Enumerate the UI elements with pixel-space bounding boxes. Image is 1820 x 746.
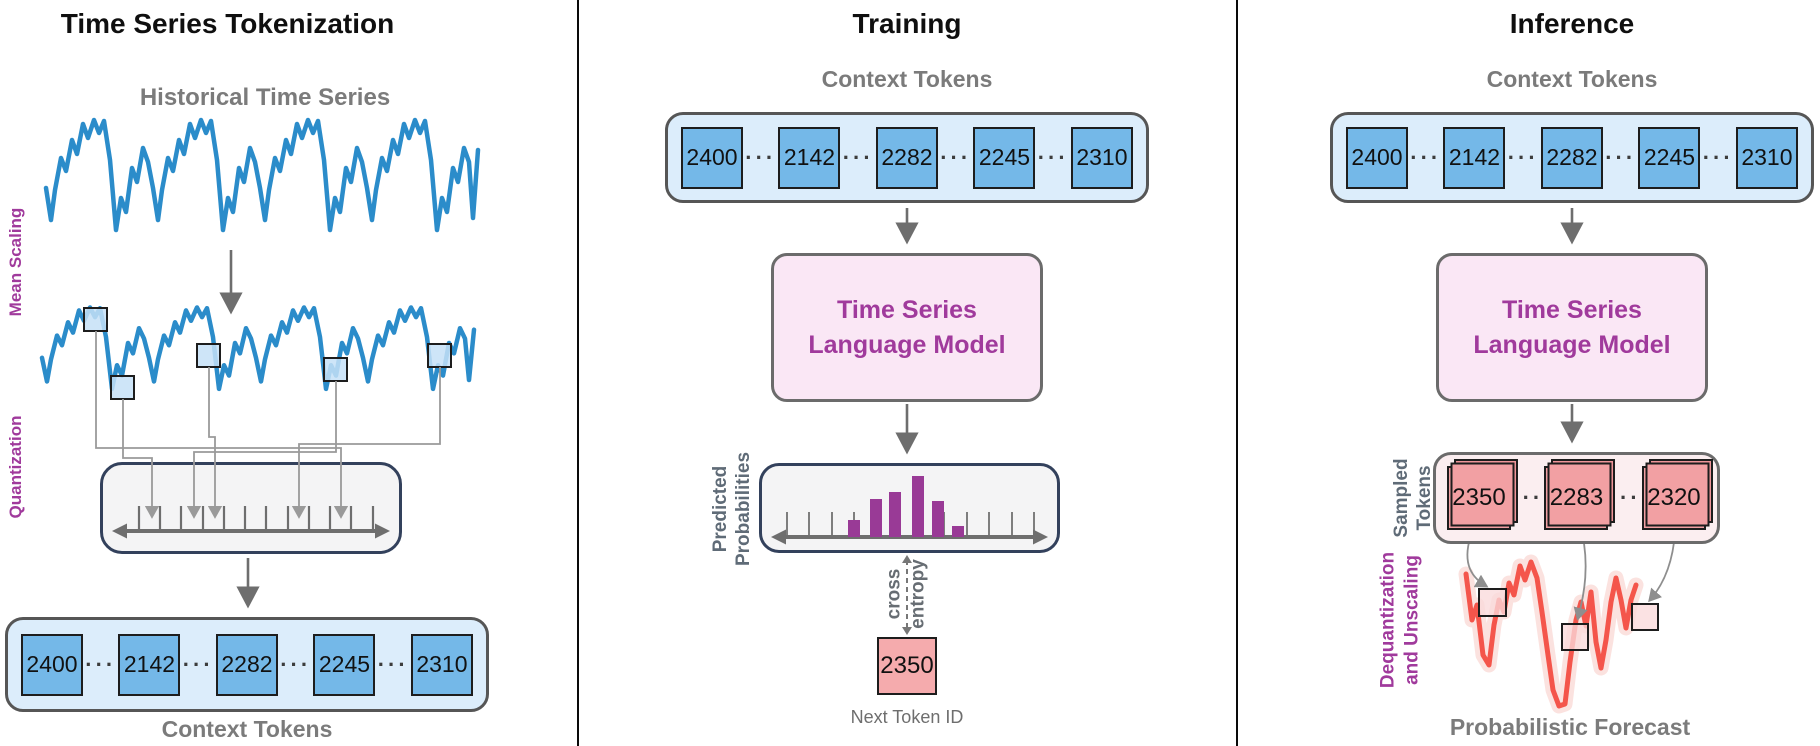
- ellipsis: ···: [1410, 144, 1442, 170]
- inference-title: Inference: [1509, 8, 1635, 39]
- sampled-token: 2283: [1544, 466, 1609, 530]
- context-token: 2245: [313, 633, 376, 696]
- ellipsis: ···: [745, 144, 777, 170]
- sampled-token: 2320: [1641, 466, 1706, 530]
- ellipsis: ···: [182, 651, 214, 677]
- context-token: 2400: [1346, 126, 1408, 189]
- time-series-language-model-box-training: Time Series Language Model: [771, 253, 1043, 402]
- context-token: 2245: [1638, 126, 1701, 189]
- context-token: 2142: [1443, 126, 1506, 189]
- context-token: 2142: [778, 126, 841, 189]
- training-title: Training: [852, 8, 962, 39]
- model-label-line1: Time Series: [837, 295, 977, 324]
- context-tokens-label-inference: Context Tokens: [1486, 66, 1658, 92]
- sampled-tokens-label: Sampled Tokens: [1391, 458, 1435, 538]
- ellipsis: ···: [1605, 144, 1637, 170]
- ellipsis: ···: [377, 651, 409, 677]
- ellipsis: ···: [85, 651, 117, 677]
- context-token: 2142: [118, 633, 181, 696]
- context-token: 2282: [875, 126, 938, 189]
- mean-scaling-label: Mean Scaling: [6, 207, 25, 317]
- context-tokens-box-inference: 2400 ··· 2142 ··· 2282 ··· 2245 ··· 2310: [1330, 112, 1814, 203]
- probabilistic-forecast-line: [1458, 554, 1644, 714]
- context-token: 2282: [215, 633, 278, 696]
- context-token: 2310: [410, 633, 473, 696]
- context-token: 2400: [681, 126, 743, 189]
- ellipsis: ···: [1507, 144, 1539, 170]
- model-label-line2: Language Model: [1473, 330, 1671, 359]
- ellipsis: ···: [1037, 144, 1069, 170]
- panel-divider-right: [1236, 0, 1238, 746]
- predicted-probabilities-box: [759, 463, 1060, 553]
- quantization-label: Quantization: [6, 415, 25, 519]
- cross-entropy-label: cross entropy: [883, 559, 928, 629]
- context-tokens-label-training: Context Tokens: [821, 66, 993, 92]
- tokenization-title: Time Series Tokenization: [60, 8, 395, 39]
- panel-divider-left: [577, 0, 579, 746]
- model-label-line2: Language Model: [808, 330, 1006, 359]
- historical-time-series-line: [46, 120, 478, 230]
- sampled-token: 2350: [1447, 466, 1511, 530]
- context-token: 2310: [1070, 126, 1133, 189]
- dequantization-unscaling-label: Dequantization and Unscaling: [1377, 551, 1422, 689]
- dequantized-point-squares: [1478, 588, 1659, 651]
- predicted-probabilities-label: Predicted Probabilities: [710, 451, 754, 567]
- sampled-tokens-box: 2350 ··· 2283 ··· 2320: [1433, 452, 1720, 544]
- context-token: 2400: [21, 633, 83, 696]
- time-series-language-model-box-inference: Time Series Language Model: [1436, 253, 1708, 402]
- next-token-square: 2350: [877, 637, 937, 695]
- quantization-bins-box: [100, 462, 402, 554]
- context-tokens-box-training: 2400 ··· 2142 ··· 2282 ··· 2245 ··· 2310: [665, 112, 1149, 203]
- probabilistic-forecast-label: Probabilistic Forecast: [1449, 714, 1691, 740]
- context-tokens-box-tokenization: 2400 ··· 2142 ··· 2282 ··· 2245 ··· 2310: [5, 617, 489, 712]
- next-token-id-label: Next Token ID: [850, 707, 964, 727]
- sampled-point-squares: [83, 307, 452, 400]
- ellipsis: ···: [1702, 144, 1734, 170]
- model-label-line1: Time Series: [1502, 295, 1642, 324]
- context-token: 2245: [973, 126, 1036, 189]
- scaled-time-series-line: [42, 307, 474, 388]
- context-token: 2310: [1735, 126, 1798, 189]
- ellipsis: ···: [842, 144, 874, 170]
- ellipsis: ···: [940, 144, 972, 170]
- context-tokens-label-tokenization: Context Tokens: [161, 716, 333, 742]
- context-token: 2282: [1540, 126, 1603, 189]
- historical-series-label: Historical Time Series: [139, 84, 391, 111]
- dequantization-arrows: [1466, 531, 1676, 621]
- ellipsis: ···: [280, 651, 312, 677]
